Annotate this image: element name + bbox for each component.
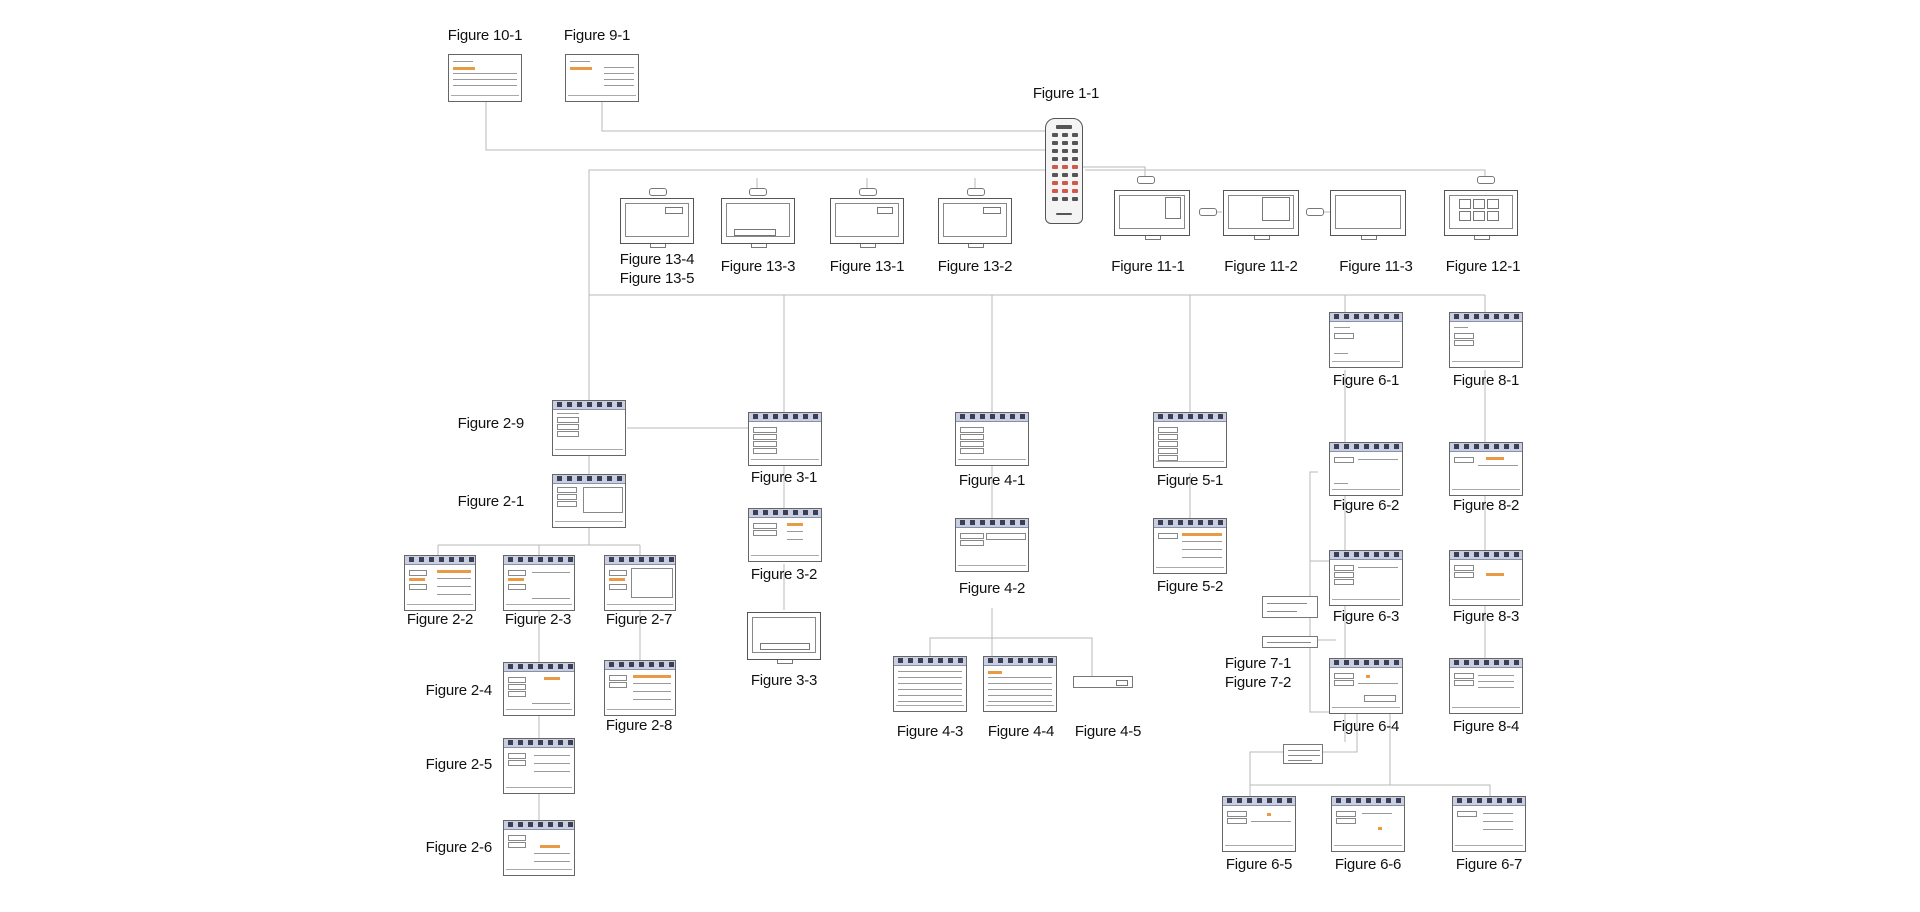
- figure-7-1-box: [1262, 596, 1318, 618]
- label-figure-6-1: Figure 6-1: [1332, 372, 1400, 389]
- figure-2-4-screen: [503, 662, 575, 716]
- figure-2-1-screen: [552, 474, 626, 528]
- label-figure-6-4: Figure 6-4: [1332, 718, 1400, 735]
- label-figure-2-9: Figure 2-9: [457, 415, 525, 432]
- figure-4-2-screen: [955, 518, 1029, 572]
- figure-13-3-tv: [721, 198, 795, 248]
- button-pill: [649, 188, 667, 196]
- remote-control-image: [1045, 118, 1083, 224]
- figure-8-1-screen: [1449, 312, 1523, 368]
- label-figure-2-2: Figure 2-2: [406, 611, 474, 628]
- label-figure-3-3: Figure 3-3: [750, 672, 818, 689]
- figure-6-7-screen: [1452, 796, 1526, 852]
- label-figure-6-7: Figure 6-7: [1455, 856, 1523, 873]
- label-figure-1-1: Figure 1-1: [1032, 85, 1100, 102]
- label-figure-6-3: Figure 6-3: [1332, 608, 1400, 625]
- label-figure-11-3: Figure 11-3: [1339, 258, 1413, 275]
- figure-4-5-box: [1073, 676, 1133, 688]
- figure-4-3-screen: [893, 656, 967, 712]
- label-figure-6-2: Figure 6-2: [1332, 497, 1400, 514]
- label-figure-6-5: Figure 6-5: [1225, 856, 1293, 873]
- figure-2-6-screen: [503, 820, 575, 876]
- figure-11-1-tv: [1114, 190, 1190, 240]
- figure-13-1-tv: [830, 198, 904, 248]
- figure-2-9-screen: [552, 400, 626, 456]
- figure-10-1-screen: [448, 54, 522, 102]
- figure-4-4-screen: [983, 656, 1057, 712]
- button-pill: [1477, 176, 1495, 184]
- figure-2-2-screen: [404, 555, 476, 611]
- label-figure-2-6: Figure 2-6: [425, 839, 493, 856]
- label-figure-4-3: Figure 4-3: [896, 723, 964, 740]
- label-figure-5-1: Figure 5-1: [1156, 472, 1224, 489]
- label-figure-5-2: Figure 5-2: [1156, 578, 1224, 595]
- figure-13-4-tv: [620, 198, 694, 248]
- label-figure-2-8: Figure 2-8: [605, 717, 673, 734]
- label-figure-6-6: Figure 6-6: [1334, 856, 1402, 873]
- figure-2-7-screen: [604, 555, 676, 611]
- figure-6-3-screen: [1329, 550, 1403, 606]
- label-figure-2-4: Figure 2-4: [425, 682, 493, 699]
- label-figure-3-2: Figure 3-2: [750, 566, 818, 583]
- label-figure-8-3: Figure 8-3: [1452, 608, 1520, 625]
- label-figure-12-1: Figure 12-1: [1445, 258, 1521, 275]
- label-figure-4-5: Figure 4-5: [1074, 723, 1142, 740]
- figure-12-1-tv: [1444, 190, 1518, 240]
- figure-3-1-screen: [748, 412, 822, 466]
- label-figure-8-2: Figure 8-2: [1452, 497, 1520, 514]
- label-figure-13-1: Figure 13-1: [829, 258, 905, 275]
- figure-13-2-tv: [938, 198, 1012, 248]
- figure-6-1-screen: [1329, 312, 1403, 368]
- button-pill: [1137, 176, 1155, 184]
- button-pill: [749, 188, 767, 196]
- label-figure-4-1: Figure 4-1: [958, 472, 1026, 489]
- figure-3-2-screen: [748, 508, 822, 562]
- button-pill: [859, 188, 877, 196]
- figure-5-2-screen: [1153, 518, 1227, 574]
- figure-11-3-tv: [1330, 190, 1406, 240]
- label-figure-3-1: Figure 3-1: [750, 469, 818, 486]
- figure-3-3-tv: [747, 612, 821, 664]
- figure-8-2-screen: [1449, 442, 1523, 496]
- figure-8-4-screen: [1449, 658, 1523, 714]
- label-figure-2-1: Figure 2-1: [457, 493, 525, 510]
- figure-2-5-screen: [503, 738, 575, 794]
- figure-6-5-screen: [1222, 796, 1296, 852]
- label-figure-7-2: Figure 7-2: [1224, 674, 1292, 691]
- figure-2-3-screen: [503, 555, 575, 611]
- note-box: [1283, 744, 1323, 764]
- label-figure-11-2: Figure 11-2: [1224, 258, 1298, 275]
- label-figure-2-3: Figure 2-3: [504, 611, 572, 628]
- button-pill: [1199, 208, 1217, 216]
- figure-11-2-tv: [1223, 190, 1299, 240]
- label-figure-13-2: Figure 13-2: [937, 258, 1013, 275]
- figure-9-1-screen: [565, 54, 639, 102]
- figure-6-2-screen: [1329, 442, 1403, 496]
- figure-8-3-screen: [1449, 550, 1523, 606]
- figure-7-2-box: [1262, 636, 1318, 648]
- label-figure-13-4: Figure 13-4: [619, 251, 695, 268]
- label-figure-7-1: Figure 7-1: [1224, 655, 1292, 672]
- label-figure-4-4: Figure 4-4: [987, 723, 1055, 740]
- label-figure-8-4: Figure 8-4: [1452, 718, 1520, 735]
- figure-6-4-screen: [1329, 658, 1403, 714]
- figure-5-1-screen: [1153, 412, 1227, 468]
- label-figure-10-1: Figure 10-1: [447, 27, 523, 44]
- label-figure-13-3: Figure 13-3: [720, 258, 796, 275]
- figure-4-1-screen: [955, 412, 1029, 466]
- label-figure-2-5: Figure 2-5: [425, 756, 493, 773]
- label-figure-13-5: Figure 13-5: [619, 270, 695, 287]
- figure-2-8-screen: [604, 660, 676, 716]
- label-figure-11-1: Figure 11-1: [1111, 258, 1185, 275]
- button-pill: [1306, 208, 1324, 216]
- label-figure-2-7: Figure 2-7: [605, 611, 673, 628]
- button-pill: [967, 188, 985, 196]
- label-figure-8-1: Figure 8-1: [1452, 372, 1520, 389]
- figure-6-6-screen: [1331, 796, 1405, 852]
- label-figure-4-2: Figure 4-2: [958, 580, 1026, 597]
- label-figure-9-1: Figure 9-1: [563, 27, 631, 44]
